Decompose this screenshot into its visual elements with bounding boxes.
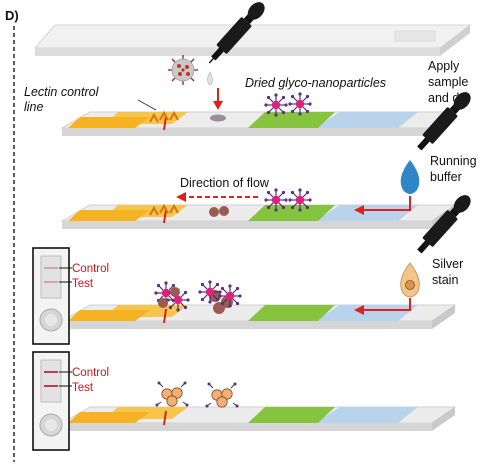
silver-flow-arrow: [362, 298, 411, 311]
silver-droplet-icon: [400, 262, 420, 298]
sample-pad: [315, 112, 418, 128]
nanoparticle-icon: [287, 187, 313, 213]
lectin-icon: [149, 110, 179, 123]
running-label-line1: Running: [430, 154, 477, 168]
test-strip-4: [60, 406, 457, 431]
virus-particles: [209, 206, 229, 217]
conjugate-pad: [248, 205, 335, 221]
inset2-control-label: Control: [72, 367, 109, 379]
nanoparticle-icon: [263, 92, 289, 118]
sample-spot: [210, 114, 226, 122]
silver-aggregate-test: [205, 382, 239, 408]
lectin-label-line1: Lectin control: [24, 85, 100, 99]
lectin-icon: [149, 203, 179, 216]
nanoparticle-icon: [287, 91, 313, 117]
panel-label: D): [5, 8, 19, 23]
flow-label: Direction of flow: [180, 176, 270, 190]
bound-complex-test: [197, 279, 243, 314]
virus-icon: [167, 54, 199, 86]
running-label-line2: buffer: [430, 170, 462, 184]
conjugate-pad: [248, 305, 335, 321]
test-strip-2: [60, 187, 457, 229]
buffer-flow-arrow: [362, 196, 411, 211]
silver-aggregate-control: [155, 381, 189, 407]
nanoparticle-icon: [263, 187, 289, 213]
buffer-droplet-icon: [400, 160, 420, 194]
top-backing-card: [33, 24, 472, 56]
bound-complex-control: [153, 280, 191, 313]
conjugate-pad: [248, 407, 335, 423]
apply-label-line2: sample: [428, 75, 468, 89]
readout-inset-1: [32, 247, 70, 345]
sample-droplet-icon: [207, 71, 213, 86]
test-strip-1: [60, 91, 457, 136]
pipette-icon: [417, 92, 471, 151]
inset1-test-label: Test: [72, 278, 94, 290]
pipette-icon: [417, 195, 471, 254]
conjugate-pad: [248, 112, 335, 128]
apply-label-line1: Apply: [428, 59, 460, 73]
inset1-control-label: Control: [72, 263, 109, 275]
silver-label-line1: Silver: [432, 257, 463, 271]
silver-label-line2: stain: [432, 273, 458, 287]
sample-pad: [315, 407, 418, 423]
nanoparticles-label: Dried glyco-nanoparticles: [245, 76, 386, 90]
lectin-leader-line: [137, 99, 157, 111]
cover-window: [394, 30, 436, 42]
inset2-test-label: Test: [72, 382, 94, 394]
readout-inset-2: [32, 351, 70, 451]
lectin-label-line2: line: [24, 100, 44, 114]
pipette-icon: [208, 2, 265, 64]
test-strip-3: [60, 304, 457, 329]
